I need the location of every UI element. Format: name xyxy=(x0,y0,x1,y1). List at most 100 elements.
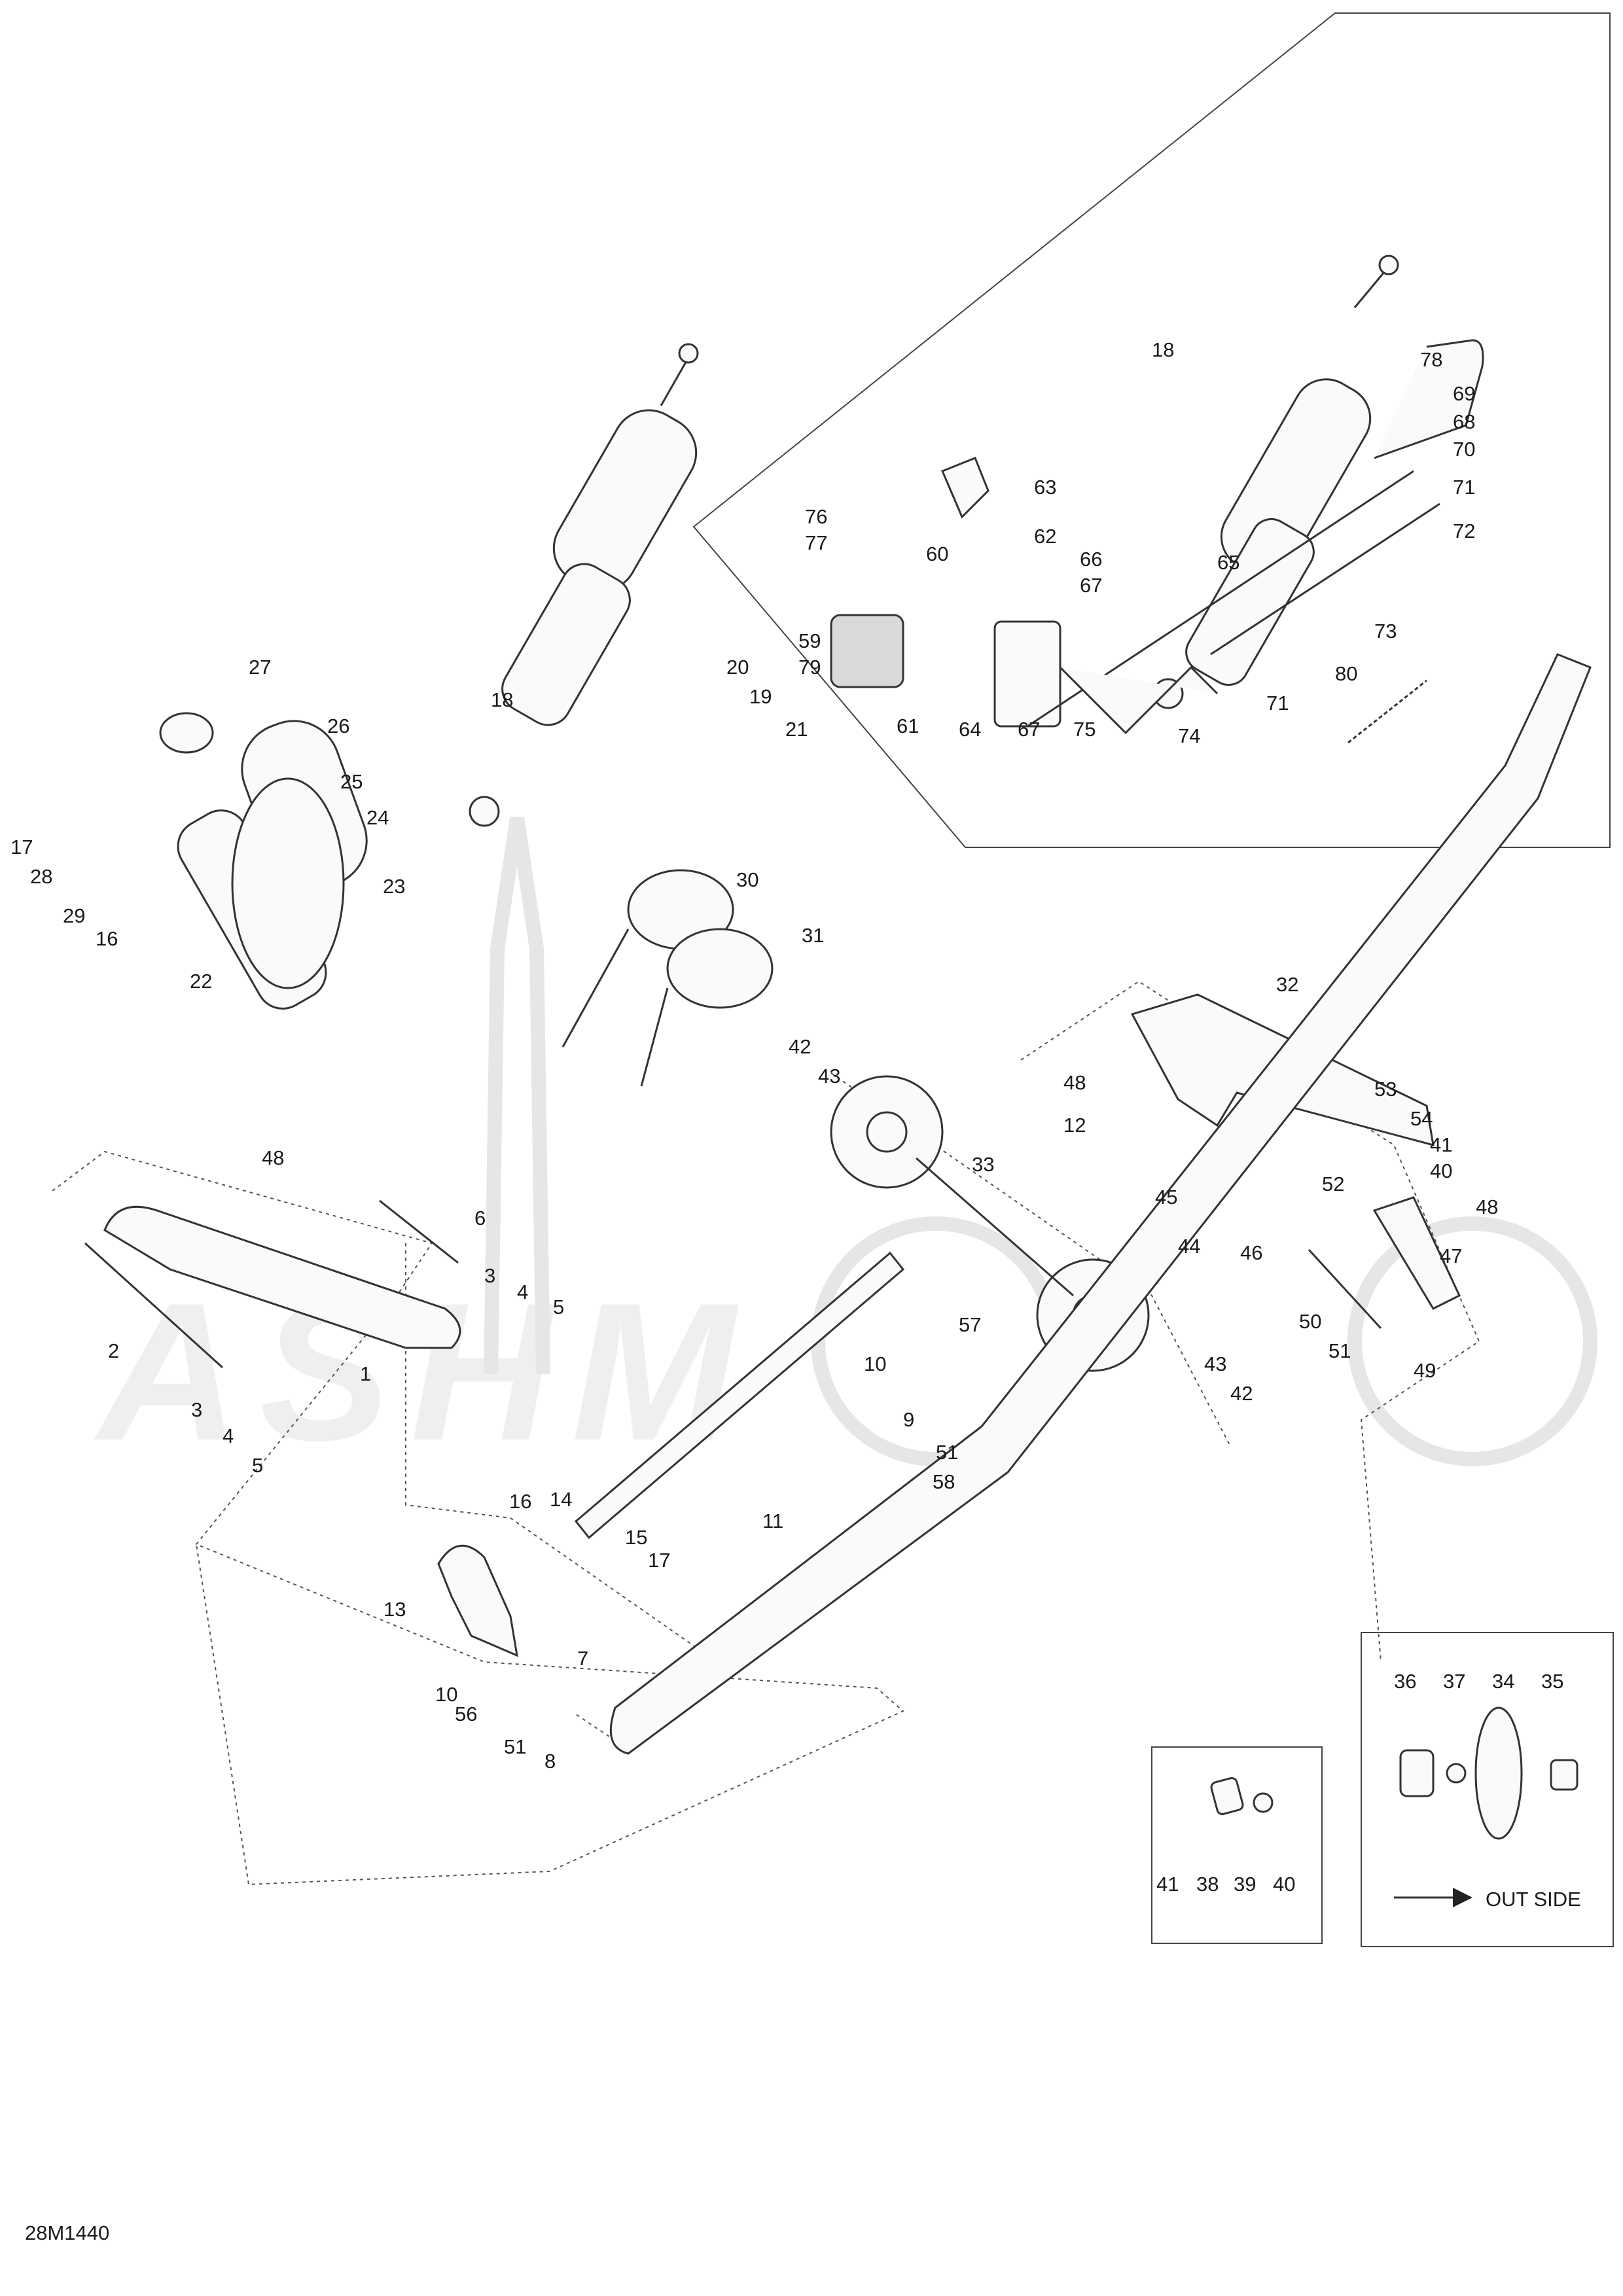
callout-38: 38 xyxy=(1196,1873,1219,1896)
callout-48: 48 xyxy=(1063,1071,1086,1094)
callout-1: 1 xyxy=(360,1362,371,1385)
callout-3: 3 xyxy=(484,1264,495,1287)
callout-41: 41 xyxy=(1156,1873,1179,1896)
callout-31: 31 xyxy=(802,924,824,947)
callout-32: 32 xyxy=(1276,973,1298,996)
rail xyxy=(609,653,1592,1755)
inset-frames xyxy=(52,12,1614,1947)
callout-23: 23 xyxy=(383,875,405,898)
out-side-label: OUT SIDE xyxy=(1486,1888,1581,1911)
callout-56: 56 xyxy=(455,1703,477,1725)
callout-79: 79 xyxy=(798,656,821,679)
callout-74: 74 xyxy=(1178,724,1200,747)
watermark-text: ASHM xyxy=(92,1262,755,1481)
callout-80: 80 xyxy=(1335,662,1357,685)
callout-76: 76 xyxy=(805,505,827,528)
callout-37: 37 xyxy=(1443,1670,1465,1693)
callout-34: 34 xyxy=(1492,1670,1514,1693)
slider-bolt-box xyxy=(1151,1746,1323,1944)
callout-5: 5 xyxy=(553,1296,564,1318)
callout-78: 78 xyxy=(1420,348,1442,371)
torsion-spring-31 xyxy=(666,928,774,1009)
callout-63: 63 xyxy=(1034,476,1056,499)
callout-42: 42 xyxy=(1230,1382,1253,1405)
callout-46: 46 xyxy=(1240,1241,1262,1264)
callout-67: 67 xyxy=(1018,718,1040,741)
dotted-group-front xyxy=(52,1150,904,1886)
callout-16: 16 xyxy=(96,927,118,950)
callout-15: 15 xyxy=(625,1526,647,1549)
valve-block xyxy=(941,457,990,519)
callout-59: 59 xyxy=(798,629,821,652)
callout-9: 9 xyxy=(903,1408,914,1431)
callout-12: 12 xyxy=(1063,1114,1086,1137)
callout-19: 19 xyxy=(749,685,772,708)
link-rod-2 xyxy=(84,1242,224,1369)
callout-4: 4 xyxy=(223,1424,234,1447)
callout-35: 35 xyxy=(1541,1670,1563,1693)
callout-13: 13 xyxy=(383,1598,406,1621)
dotted-group-rear xyxy=(1020,980,1480,1663)
callout-43: 43 xyxy=(1204,1352,1226,1375)
callout-60: 60 xyxy=(926,542,948,565)
callout-47: 47 xyxy=(1440,1245,1462,1267)
callout-10: 10 xyxy=(864,1352,886,1375)
callout-48: 48 xyxy=(262,1146,284,1169)
bushing-35 xyxy=(1550,1759,1578,1791)
callout-70: 70 xyxy=(1453,438,1475,461)
callout-73: 73 xyxy=(1374,620,1397,643)
callout-44: 44 xyxy=(1178,1235,1200,1258)
callout-6: 6 xyxy=(474,1207,486,1229)
callout-69: 69 xyxy=(1453,382,1475,405)
callout-28: 28 xyxy=(30,865,52,888)
callout-50: 50 xyxy=(1299,1310,1321,1333)
callout-7: 7 xyxy=(577,1647,588,1670)
callout-71: 71 xyxy=(1453,476,1475,499)
callout-45: 45 xyxy=(1155,1186,1177,1209)
rear-shock-inset xyxy=(1152,255,1484,709)
out-side-arrowhead xyxy=(1453,1888,1472,1907)
callout-24: 24 xyxy=(366,806,389,829)
wheel-34 xyxy=(1474,1706,1523,1840)
callout-61: 61 xyxy=(897,715,919,737)
callout-26: 26 xyxy=(327,715,349,737)
bushing-36 xyxy=(1399,1749,1435,1797)
callout-3: 3 xyxy=(191,1398,202,1421)
callout-21: 21 xyxy=(785,718,808,741)
callout-64: 64 xyxy=(959,718,981,741)
wheel-detail-box xyxy=(1361,1632,1614,1947)
callout-75: 75 xyxy=(1073,718,1096,741)
callout-2: 2 xyxy=(108,1339,119,1362)
drawing-code: 28M1440 xyxy=(25,2221,110,2244)
callout-29: 29 xyxy=(63,904,85,927)
link-rod-6 xyxy=(379,1199,459,1264)
spring-cup-27 xyxy=(159,712,214,754)
callout-71: 71 xyxy=(1266,692,1289,715)
callout-14: 14 xyxy=(550,1488,572,1511)
callout-25: 25 xyxy=(340,770,363,793)
callout-5: 5 xyxy=(252,1454,263,1477)
callout-51: 51 xyxy=(1329,1339,1351,1362)
callout-16: 16 xyxy=(509,1490,531,1513)
callout-4: 4 xyxy=(517,1280,528,1303)
coil-spring-25 xyxy=(231,777,345,989)
callout-77: 77 xyxy=(805,531,827,554)
callout-72: 72 xyxy=(1453,520,1475,542)
callout-62: 62 xyxy=(1034,525,1056,548)
callout-52: 52 xyxy=(1322,1173,1344,1195)
callout-18: 18 xyxy=(1152,338,1174,361)
callout-42: 42 xyxy=(789,1035,811,1058)
callout-67: 67 xyxy=(1080,574,1102,597)
callout-30: 30 xyxy=(736,868,758,891)
callout-68: 68 xyxy=(1453,410,1475,433)
callout-27: 27 xyxy=(249,656,271,679)
rod-11 xyxy=(574,1251,905,1540)
callout-18: 18 xyxy=(491,688,513,711)
callout-51: 51 xyxy=(504,1735,526,1758)
callout-22: 22 xyxy=(190,970,212,993)
shock-option-frame xyxy=(692,12,1611,848)
callout-49: 49 xyxy=(1414,1359,1436,1382)
callout-65: 65 xyxy=(1217,551,1240,574)
parts xyxy=(84,255,1592,1907)
